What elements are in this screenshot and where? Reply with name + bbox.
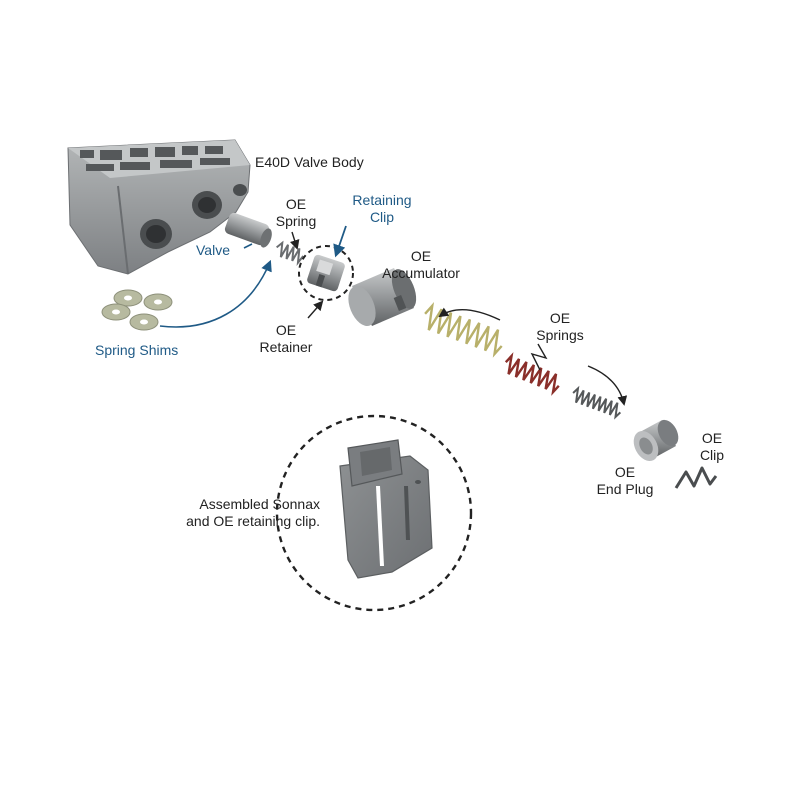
oe-retainer-part	[307, 254, 345, 292]
label-valve: Valve	[196, 242, 230, 258]
oe-springs-arrow-right	[587, 365, 628, 406]
valve-body-casting	[67, 139, 251, 275]
label-oe-spring-line-1: OE	[285, 196, 307, 212]
label-oe-clip: OE Clip	[686, 430, 738, 464]
oe-spring-red-part	[504, 352, 560, 396]
label-oe-springs: OE Springs	[528, 310, 592, 344]
oe-end-plug-part	[633, 419, 679, 462]
label-assembled-clip: Assembled Sonnax and OE retaining clip.	[160, 496, 320, 530]
oe-spring-arrow	[289, 231, 300, 250]
label-oe-end-plug-line-2: End Plug	[596, 481, 654, 497]
oe-accumulator-part	[348, 268, 417, 326]
oe-springs-zigzag	[530, 343, 548, 371]
label-oe-springs-line-1: OE	[549, 310, 571, 326]
label-oe-end-plug: OE End Plug	[590, 464, 660, 498]
assembled-clip-part	[339, 439, 433, 579]
spring-shims-arrow	[159, 259, 272, 328]
oe-spring-part	[276, 240, 305, 266]
label-oe-end-plug-line-1: OE	[614, 464, 636, 480]
label-oe-accumulator: OE Accumulator	[374, 248, 468, 282]
label-assembled-clip-line-2: and OE retaining clip.	[186, 513, 320, 529]
label-retaining-clip-line-2: Clip	[369, 209, 395, 225]
label-e40d-valve-body: E40D Valve Body	[255, 154, 364, 170]
label-oe-springs-line-2: Springs	[536, 327, 584, 343]
label-oe-clip-line-1: OE	[701, 430, 723, 446]
valve-leader	[243, 243, 253, 249]
label-assembled-clip-line-1: Assembled Sonnax	[199, 496, 320, 512]
spring-shims-part	[101, 289, 173, 331]
oe-springs-arrow-left	[438, 307, 501, 321]
label-oe-retainer-line-2: Retainer	[259, 339, 313, 355]
valve-part	[224, 212, 272, 248]
label-oe-retainer: OE Retainer	[254, 322, 318, 356]
oe-spring-light-part	[424, 302, 503, 358]
oe-retainer-arrow	[307, 300, 324, 319]
label-oe-accumulator-line-1: OE	[410, 248, 432, 264]
label-retaining-clip: Retaining Clip	[336, 192, 428, 226]
label-oe-accumulator-line-2: Accumulator	[382, 265, 460, 281]
retaining-clip-arrow	[333, 225, 347, 258]
label-retaining-clip-line-1: Retaining	[352, 192, 412, 208]
label-oe-spring: OE Spring	[266, 196, 326, 230]
oe-spring-dark-part	[572, 385, 622, 420]
label-spring-shims: Spring Shims	[95, 342, 179, 358]
oe-clip-part	[674, 466, 718, 489]
label-oe-spring-line-2: Spring	[275, 213, 317, 229]
detail-callout-small	[298, 245, 354, 301]
label-oe-clip-line-2: Clip	[699, 447, 725, 463]
label-oe-retainer-line-1: OE	[275, 322, 297, 338]
